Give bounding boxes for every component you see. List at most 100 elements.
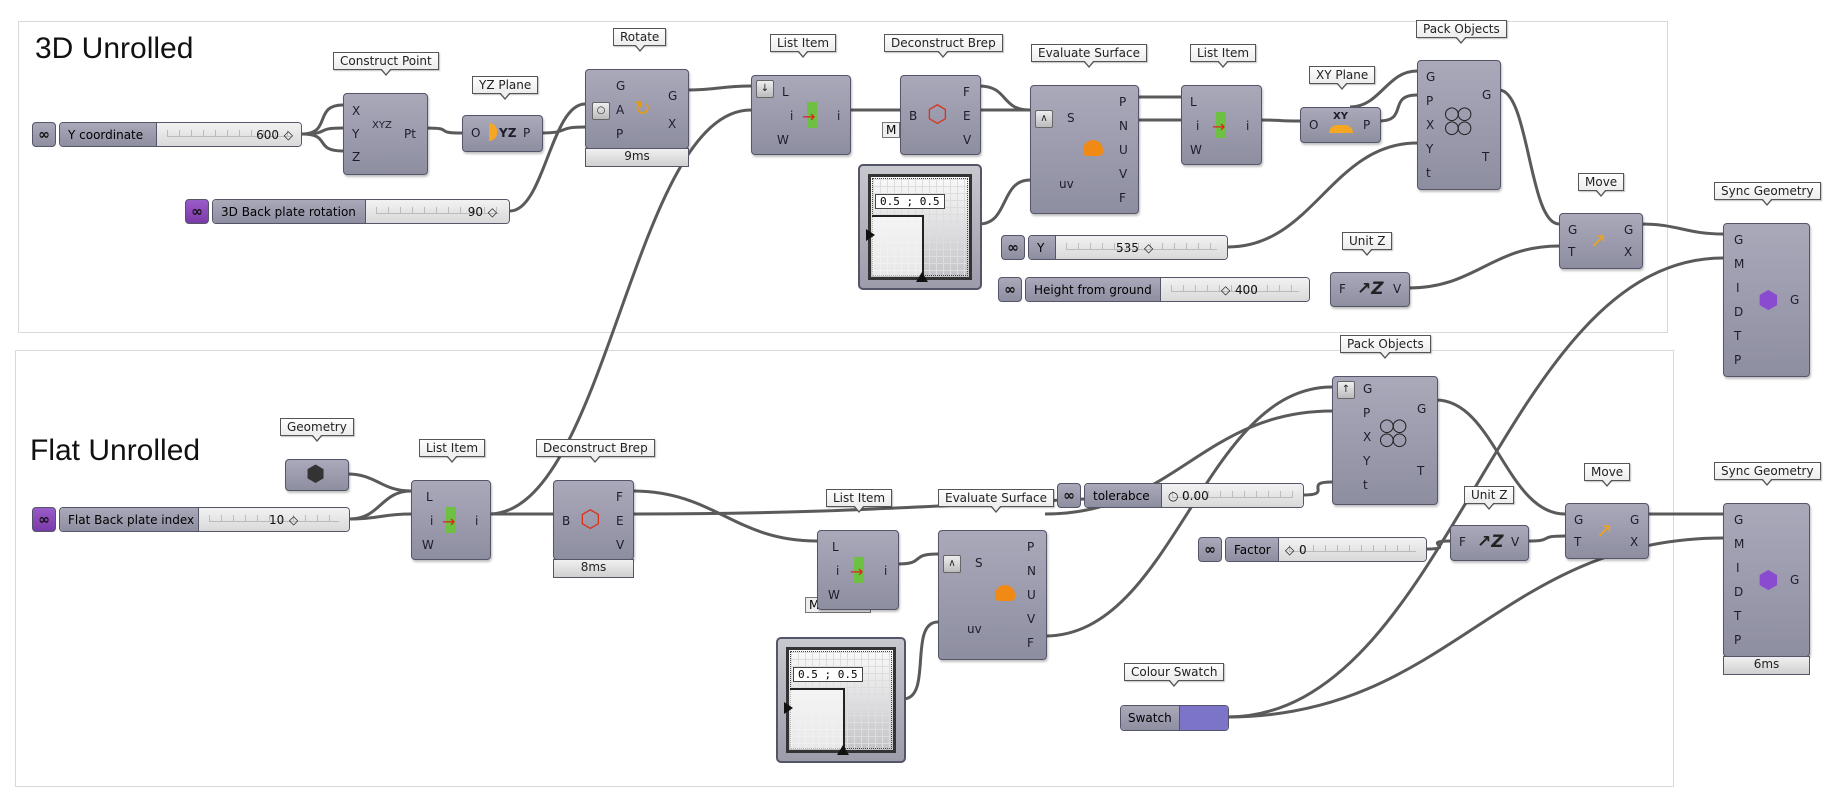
slider-track[interactable]: ◇400 [1161,278,1309,301]
deconstruct-brep-node[interactable]: B ⬡ F E V [900,75,981,155]
sync-geometry-node[interactable]: G M I D T P ⬢ G [1723,503,1810,657]
swatch-color[interactable] [1179,706,1228,730]
move-node[interactable]: G T ↗ G X [1565,503,1649,559]
input-f: F [1339,282,1346,296]
tolerance-slider[interactable]: ∞ tolerabce ○0.00 [1057,483,1304,508]
angle-toggle-icon[interactable]: ○ [592,102,610,120]
output-e: E [616,514,624,528]
slider-track[interactable]: 10 ◇ [199,508,349,531]
md-slider[interactable]: 0.5 ; 0.5 [858,164,982,290]
input-w: W [1190,143,1202,157]
slider-track[interactable]: 90 ◇ [366,200,509,223]
output-e: E [963,109,971,123]
output-t: T [1417,464,1425,478]
md-slider-v-handle[interactable] [837,745,850,755]
output-f: F [963,85,970,99]
slider-track[interactable]: 600 ◇ [157,123,301,146]
slider-track[interactable]: ◇0 [1279,538,1426,561]
list-item-node[interactable]: L i W → i [1181,85,1262,165]
md-slider-u-handle[interactable] [866,229,875,242]
rotate-timer: 9ms [585,148,689,167]
md-slider-v-handle[interactable] [916,272,929,282]
input-l: L [782,85,789,99]
graft-icon[interactable]: ↑ [1337,381,1355,399]
rotate-icon: ↻ [634,96,651,120]
slider-track[interactable]: 535◇ [1056,236,1227,259]
md-slider-u-handle[interactable] [784,702,793,715]
slider-grip[interactable]: ◇ [289,513,299,527]
list-item-label: List Item [770,34,837,58]
md-slider[interactable]: 0.5 ; 0.5 [776,637,906,763]
construct-point-label: Construct Point [333,52,439,76]
construct-point-node[interactable]: X Y Z XYZ Pt [343,93,428,175]
factor-slider[interactable]: ∞ Factor ◇0 [1198,537,1427,562]
flat-back-plate-index-slider[interactable]: ∞ Flat Back plate index 10◇ [32,507,350,532]
input-g: G [1734,513,1744,527]
list-item-icon [1216,112,1226,138]
y-slider[interactable]: ∞ Y 535◇ [1001,235,1228,260]
output-g: G [1482,88,1492,102]
xy-plane-icon [1329,125,1353,133]
xy-plane-node[interactable]: O XY P [1300,107,1381,143]
output-v: V [616,538,625,552]
yz-plane-node[interactable]: O YZ P [462,115,543,152]
output-v: V [963,133,972,147]
slider-grip[interactable]: ◇ [283,128,293,142]
height-from-ground-slider[interactable]: ∞ Height from ground ◇400 [998,277,1310,302]
list-item-node[interactable]: ↓ L i W → i [751,75,851,155]
list-item-node[interactable]: L i W → i [817,530,899,610]
slider-grip[interactable]: ◇ [1221,283,1231,297]
move-node[interactable]: G T ↗ G X [1559,213,1643,269]
y-coordinate-slider[interactable]: ∞ Y coordinate 600◇ [32,122,302,147]
input-p: P [1734,353,1742,367]
input-o: O [1309,118,1319,132]
sync-geometry-icon: ⬢ [1758,286,1779,314]
slider-value: 600 [256,128,279,142]
slider-value: 10 [269,513,285,527]
deconstruct-brep-node[interactable]: B ⬡ F E V [553,480,634,560]
input-p: P [1363,406,1371,420]
list-item-label: List Item [1190,44,1257,68]
output-v: V [1511,535,1520,549]
deconstruct-brep-timer: 8ms [553,559,634,578]
input-i: i [430,514,434,528]
pack-objects-node[interactable]: ↑ G P X Y t ○○○○ G T [1332,376,1438,505]
input-l: L [1190,95,1197,109]
slider-grip[interactable]: ○ [1168,489,1179,503]
geometry-param-node[interactable]: ⬢ [285,459,349,491]
geometry-icon: ⬢ [306,462,326,487]
sync-geometry-node[interactable]: G M I D T P ⬢ G [1723,223,1810,377]
pack-objects-node[interactable]: G P X Y t ○○○○ G T [1417,60,1501,190]
input-p: P [1426,94,1434,108]
back-plate-rotation-slider[interactable]: ∞ 3D Back plate rotation 90◇ [185,199,510,224]
input-i: I [1736,561,1740,575]
output-p: P [1027,540,1035,554]
md-slider-readout: 0.5 ; 0.5 [875,194,945,209]
colour-swatch[interactable]: Swatch [1120,705,1229,731]
slider-value: 90 [467,205,483,219]
sync-geometry-icon: ⬢ [1758,566,1779,594]
list-item-label: List Item [419,439,486,463]
flatten-icon[interactable]: ↓ [756,80,774,98]
evaluate-surface-node[interactable]: ∧ S uv P N U V F [1030,85,1139,214]
slider-track[interactable]: ○0.00 [1162,484,1303,507]
evaluate-surface-node[interactable]: ∧ S uv P N U V F [938,530,1047,660]
yz-plane-icon [489,123,497,141]
slider-grip[interactable]: ◇ [487,205,497,219]
output-g: G [1790,573,1800,587]
reparameterize-icon[interactable]: ∧ [1035,110,1053,128]
input-b: B [909,109,918,123]
unit-z-node[interactable]: F ↗Z V [1450,525,1529,561]
output-n: N [1027,564,1036,578]
colour-swatch-label: Colour Swatch [1124,663,1225,687]
list-item-node[interactable]: L i W → i [411,480,491,560]
slider-value: 0 [1299,543,1307,557]
unit-z-node[interactable]: F ↗Z V [1330,272,1410,307]
slider-grip[interactable]: ◇ [1285,543,1295,557]
rotate-node[interactable]: ○ G A P ↻ G X [585,69,689,149]
slider-grip[interactable]: ◇ [1144,241,1154,255]
input-l: L [832,540,839,554]
input-t: T [1734,329,1742,343]
link-icon: ∞ [1057,483,1081,508]
reparameterize-icon[interactable]: ∧ [943,555,961,573]
